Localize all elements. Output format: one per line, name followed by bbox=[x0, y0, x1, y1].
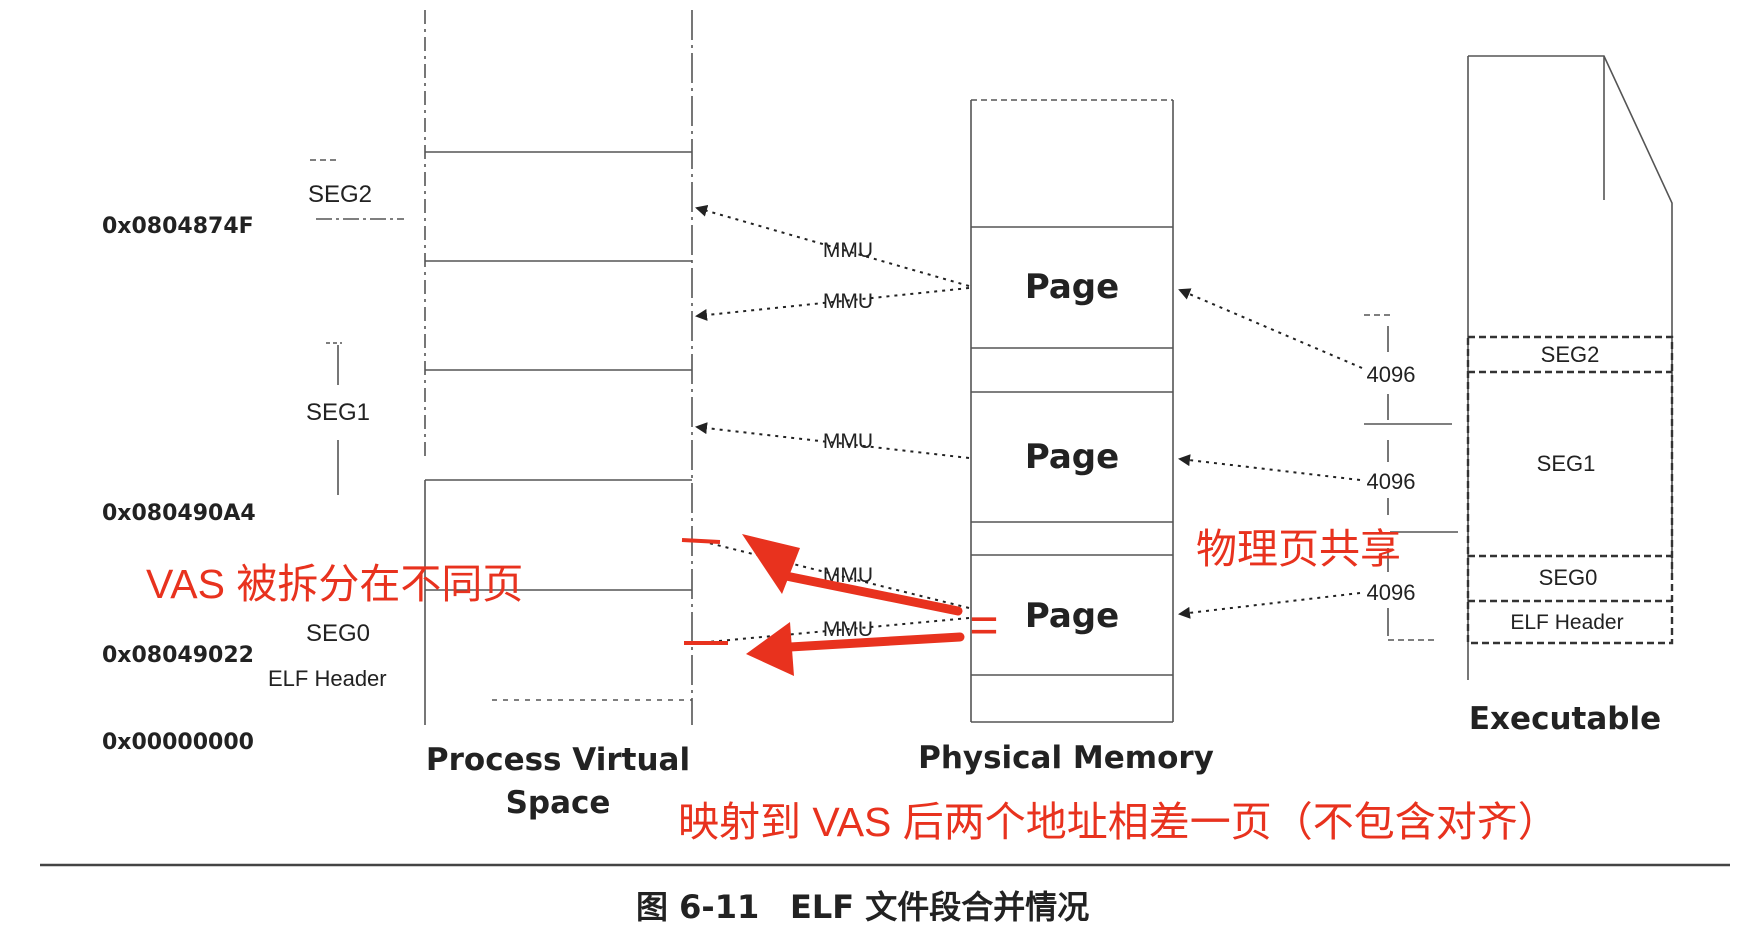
process-virtual-space-column bbox=[310, 10, 693, 725]
mmu-label-2: MMU bbox=[823, 290, 873, 313]
annotation-mapped-diff: 映射到 VAS 后两个地址相差一页（不包含对齐） bbox=[678, 799, 1559, 845]
physical-memory-column bbox=[970, 99, 1174, 723]
executable-segments bbox=[1466, 335, 1674, 645]
mmu-label-3: MMU bbox=[823, 430, 873, 453]
vas-title-line2: Space bbox=[506, 785, 611, 821]
file-to-physical-arrows bbox=[1178, 288, 1363, 619]
executable-title: Executable bbox=[1469, 701, 1661, 737]
physical-page-3-label: Page bbox=[1025, 596, 1119, 636]
physical-page-2-label: Page bbox=[1025, 437, 1119, 477]
address-label-080490a4: 0x080490A4 bbox=[102, 501, 256, 526]
red-annotation-arrows bbox=[681, 534, 965, 676]
exe-seg1-label: SEG1 bbox=[1537, 451, 1596, 476]
vas-seg2-label: SEG2 bbox=[308, 181, 372, 208]
mmu-label-5: MMU bbox=[823, 618, 873, 641]
size-marker-lines bbox=[1364, 314, 1458, 641]
vas-elf-header-label: ELF Header bbox=[268, 666, 387, 691]
size-label-3: 4096 bbox=[1367, 580, 1416, 605]
shared-equals-mark: = bbox=[969, 597, 998, 653]
size-label-2: 4096 bbox=[1367, 469, 1416, 494]
exe-seg2-label: SEG2 bbox=[1541, 342, 1600, 367]
physical-page-1-label: Page bbox=[1025, 267, 1119, 307]
exe-seg0-label: SEG0 bbox=[1539, 565, 1598, 590]
mmu-label-1: MMU bbox=[823, 239, 873, 262]
mmu-label-4: MMU bbox=[823, 564, 873, 587]
size-label-1: 4096 bbox=[1367, 362, 1416, 387]
annotation-vas-split: VAS 被拆分在不同页 bbox=[146, 561, 523, 607]
annotation-shared-page: 物理页共享 bbox=[1196, 526, 1401, 572]
figure-number: 图 6-11 bbox=[636, 888, 759, 926]
exe-elf-header-label: ELF Header bbox=[1510, 611, 1623, 634]
vas-seg0-label: SEG0 bbox=[306, 620, 370, 647]
physical-memory-title: Physical Memory bbox=[918, 740, 1214, 776]
figure-title: ELF 文件段合并情况 bbox=[790, 888, 1089, 926]
vas-title-line1: Process Virtual bbox=[426, 742, 690, 778]
address-label-08049022: 0x08049022 bbox=[102, 643, 254, 668]
address-label-0804874f: 0x0804874F bbox=[102, 214, 254, 239]
vas-seg1-label: SEG1 bbox=[306, 399, 370, 426]
address-label-00000000: 0x00000000 bbox=[102, 730, 254, 755]
mmu-mapping-arrows bbox=[695, 204, 970, 644]
